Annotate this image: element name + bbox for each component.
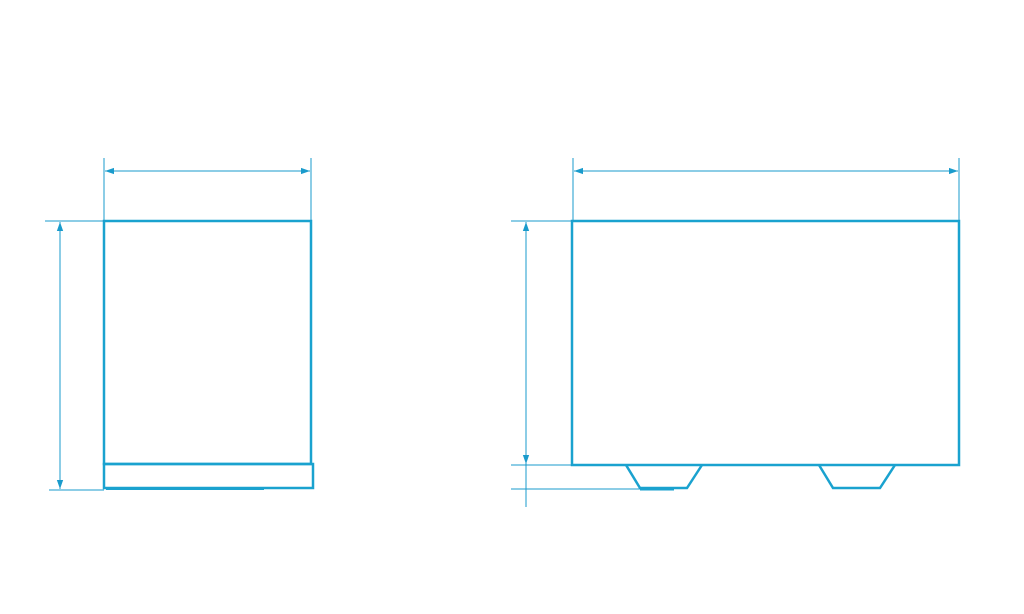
side-base-plinth (102, 462, 315, 490)
front-foot-height-dimension (511, 464, 640, 507)
front-height-dimension (511, 220, 572, 466)
front-width-dimension (572, 158, 960, 221)
side-cabinet-body (102, 219, 313, 466)
front-left-foot (624, 464, 704, 490)
front-view-outline (570, 219, 961, 491)
side-view (45, 158, 315, 491)
front-right-foot (817, 464, 897, 490)
side-width-dimension (103, 158, 312, 221)
front-cabinet-body (570, 219, 961, 467)
front-view (511, 158, 961, 507)
side-view-outline (102, 219, 315, 490)
side-height-dimension (45, 220, 104, 491)
